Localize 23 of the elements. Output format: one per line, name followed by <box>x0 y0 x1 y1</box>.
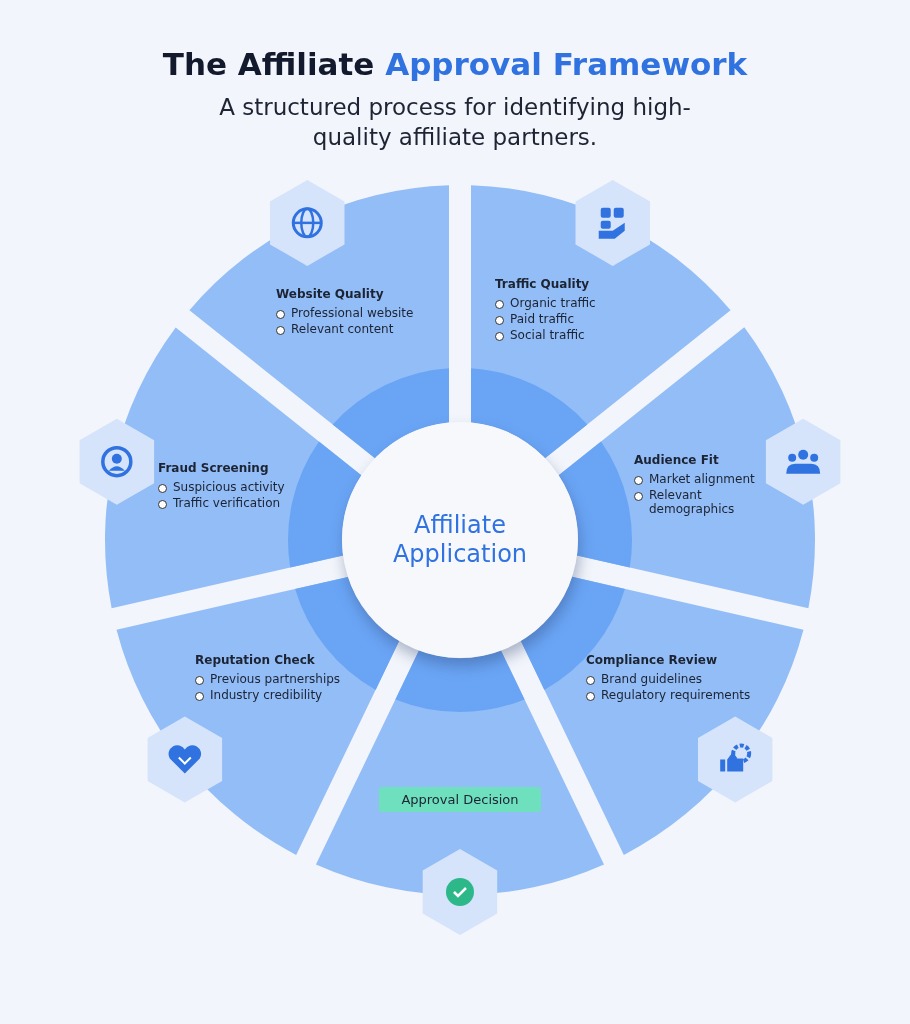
bullet-text: Regulatory requirements <box>601 688 751 702</box>
bullet-text: Professional website <box>291 306 414 320</box>
segment-heading: Website Quality <box>276 287 384 301</box>
center-label: Affiliate Application <box>391 511 529 569</box>
segment-heading: Traffic Quality <box>495 277 590 291</box>
segment-heading: Compliance Review <box>586 653 717 667</box>
bullet-text: Suspicious activity <box>173 480 285 494</box>
subtitle: A structured process for identifying high-quality affiliate partners. <box>218 93 692 152</box>
bullet-text: Paid traffic <box>510 312 574 326</box>
bullet-text: Social traffic <box>510 328 585 342</box>
segment-heading: Reputation Check <box>195 653 315 667</box>
decision-badge: Approval Decision <box>379 787 541 812</box>
bullet-text: Organic traffic <box>510 296 596 310</box>
bullet-text: Market alignment <box>649 472 755 486</box>
bullet-text: Relevant demographics <box>649 488 736 516</box>
bullet-text: Relevant content <box>291 322 394 336</box>
title: The Affiliate Approval Framework <box>161 46 749 82</box>
bullet-text: Industry credibility <box>210 688 323 702</box>
bullet-text: Brand guidelines <box>601 672 703 686</box>
bullet-text: Traffic verification <box>173 496 281 510</box>
segment-heading: Fraud Screening <box>158 461 269 475</box>
bullet-text: Previous partnerships <box>210 672 341 686</box>
segment-heading: Audience Fit <box>634 453 719 467</box>
